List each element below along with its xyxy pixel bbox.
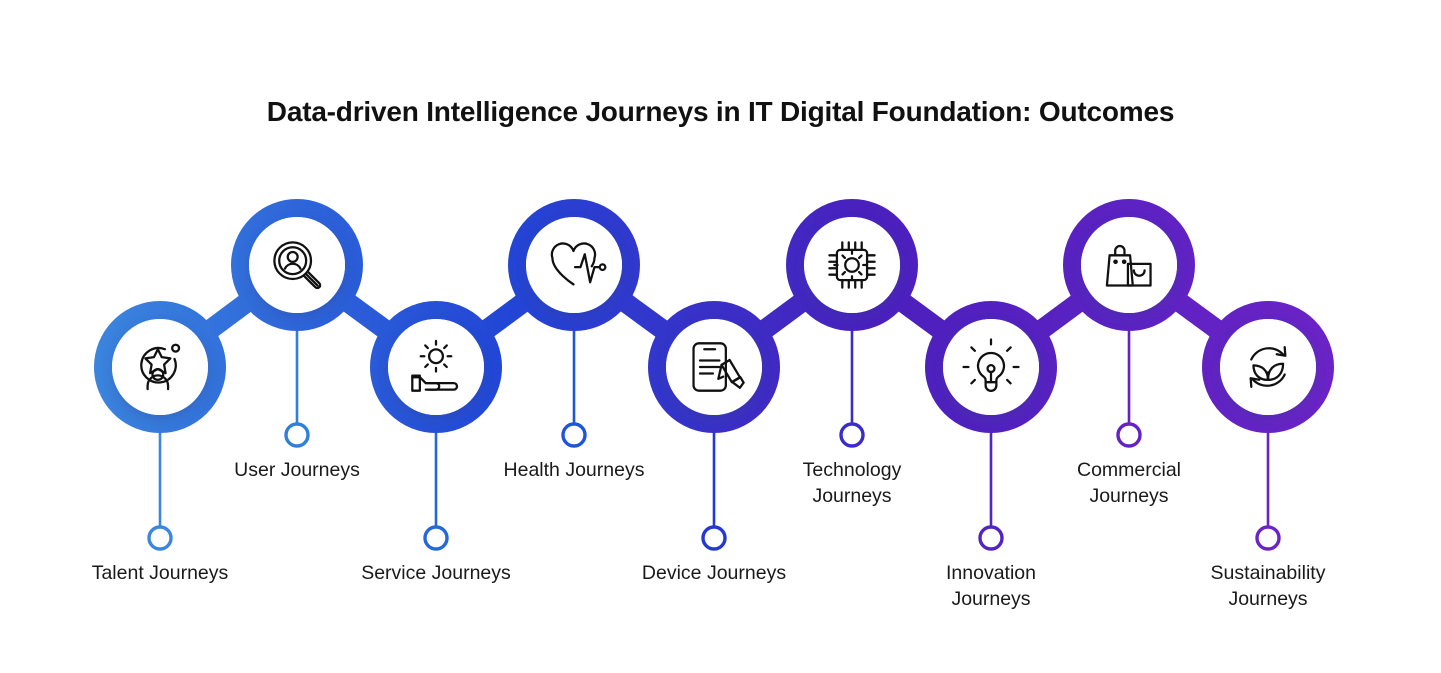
node-disc-technology (804, 217, 900, 313)
stem-endpoint-innovation (978, 525, 1004, 551)
label-line: Journeys (951, 588, 1031, 610)
page-title: Data-driven Intelligence Journeys in IT … (266, 96, 1175, 127)
node-label-device: Device Journeys (599, 560, 829, 586)
node-stems (147, 325, 1281, 551)
label-line: Journeys (1089, 485, 1169, 507)
journey-node-sustainability[interactable] (1202, 301, 1334, 433)
leaf-recycle-icon (1249, 346, 1287, 388)
node-label-talent: Talent Journeys (45, 560, 275, 586)
person-star-icon (140, 343, 181, 391)
tablet-stylus-icon (692, 342, 745, 392)
node-disc-innovation (943, 319, 1039, 415)
journey-node-service[interactable] (370, 301, 502, 433)
journey-node-user[interactable] (231, 199, 363, 331)
stem-endpoint-user (284, 422, 310, 448)
stem-endpoint-talent (147, 525, 173, 551)
stem-endpoint-technology (839, 422, 865, 448)
label-line: Device Journeys (641, 562, 787, 584)
journey-nodes (94, 199, 1334, 433)
node-ring-health (508, 199, 640, 331)
node-ring-service (370, 301, 502, 433)
hand-gear-icon (411, 339, 459, 392)
journey-node-commercial[interactable] (1063, 199, 1195, 331)
label-line: Health Journeys (503, 459, 645, 481)
stem-endpoint-service (423, 525, 449, 551)
stem-endpoint-commercial (1116, 422, 1142, 448)
cpu-chip-gear-icon (828, 241, 876, 289)
node-disc-health (526, 217, 622, 313)
label-line: Journeys (812, 485, 892, 507)
node-ring-innovation (925, 301, 1057, 433)
label-line: Journeys (1228, 588, 1308, 610)
label-line: Commercial (1076, 459, 1181, 481)
node-label-user: User Journeys (182, 457, 412, 483)
journey-node-health[interactable] (508, 199, 640, 331)
node-ring-commercial (1063, 199, 1195, 331)
label-line: Sustainability (1210, 562, 1326, 584)
node-ring-sustainability (1202, 301, 1334, 433)
node-disc-sustainability (1220, 319, 1316, 415)
shopping-bags-icon (1105, 244, 1152, 287)
node-disc-talent (112, 319, 208, 415)
node-ring-device (648, 301, 780, 433)
heart-pulse-icon (550, 242, 607, 286)
label-line: Innovation (946, 562, 1036, 584)
label-line: Technology (802, 459, 902, 481)
label-line: Talent Journeys (91, 562, 229, 584)
node-label-service: Service Journeys (321, 560, 551, 586)
lightbulb-icon (962, 338, 1020, 392)
node-label-health: Health Journeys (459, 457, 689, 483)
journey-node-device[interactable] (648, 301, 780, 433)
node-ring-user (231, 199, 363, 331)
label-line: User Journeys (234, 459, 360, 481)
journey-node-talent[interactable] (94, 301, 226, 433)
stem-endpoint-health (561, 422, 587, 448)
stem-endpoint-device (701, 525, 727, 551)
node-ring-technology (786, 199, 918, 331)
label-line: Service Journeys (361, 562, 511, 584)
journey-node-innovation[interactable] (925, 301, 1057, 433)
magnifier-person-icon (273, 241, 322, 290)
node-ring-talent (94, 301, 226, 433)
journey-node-technology[interactable] (786, 199, 918, 331)
stem-endpoint-sustainability (1255, 525, 1281, 551)
